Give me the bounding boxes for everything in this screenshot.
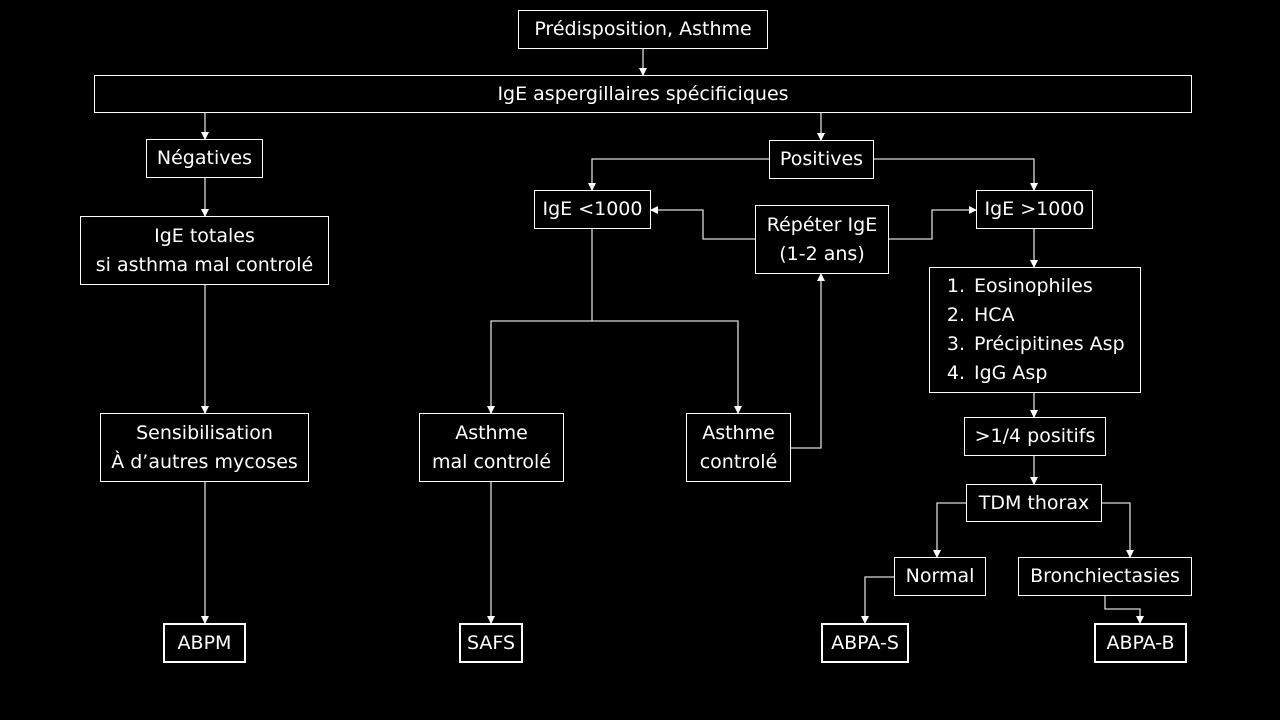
node-abpa-b: ABPA-B xyxy=(1094,623,1187,663)
node-ige-aspergillaires: IgE aspergillaires spécificiques xyxy=(94,75,1192,113)
node-safs: SAFS xyxy=(459,623,523,663)
criteria-number: 4. xyxy=(946,362,966,384)
node-negatives: Négatives xyxy=(146,139,263,178)
criteria-label: Précipitines Asp xyxy=(974,333,1125,355)
edge-ige-lt-to-asthme-mal xyxy=(487,229,593,414)
node-positives-label: Positives xyxy=(779,148,864,170)
edge-positives-to-ige-lt xyxy=(588,158,769,191)
criteria-item: 4. IgG Asp xyxy=(938,359,1047,388)
criteria-item: 1. Eosinophiles xyxy=(938,272,1093,301)
node-abpa-s-label: ABPA-S xyxy=(831,631,899,654)
node-bronchiectasies: Bronchiectasies xyxy=(1018,557,1192,596)
node-criteria-list: 1. Eosinophiles 2. HCA 3. Précipitines A… xyxy=(929,267,1141,393)
edge-ige-lt-to-asthme-ctrl xyxy=(592,320,742,414)
node-safs-label: SAFS xyxy=(466,631,516,654)
criteria-item: 3. Précipitines Asp xyxy=(938,330,1125,359)
node-ige-gt-1000: IgE >1000 xyxy=(976,190,1093,229)
node-predisposition-label: Prédisposition, Asthme xyxy=(534,18,752,40)
edge-asthme-ctrl-to-repeter xyxy=(790,273,825,449)
criteria-label: Eosinophiles xyxy=(974,275,1093,297)
node-predisposition: Prédisposition, Asthme xyxy=(518,10,768,49)
node-bronchiectasies-label: Bronchiectasies xyxy=(1030,565,1180,587)
node-tdm-thorax-label: TDM thorax xyxy=(978,491,1090,514)
criteria-label: IgG Asp xyxy=(974,362,1048,384)
criteria-number: 2. xyxy=(946,304,966,326)
node-repeter-ige-line2: (1-2 ans) xyxy=(779,242,865,265)
criteria-number: 1. xyxy=(946,275,966,297)
edge-normal-to-abpa-s xyxy=(861,576,894,624)
node-sensibilisation-line1: Sensibilisation xyxy=(136,421,273,444)
node-repeter-ige-line1: Répéter IgE xyxy=(766,213,878,236)
edge-bronch-to-abpa-b xyxy=(1104,596,1144,624)
node-asthme-mal-controle-line2: mal controlé xyxy=(431,450,552,473)
node-ige-lt-1000: IgE <1000 xyxy=(534,190,651,229)
edge-repeter-to-ige-gt xyxy=(889,206,977,240)
node-ige-aspergillaires-label: IgE aspergillaires spécificiques xyxy=(497,82,789,105)
edge-tdm-to-bronch xyxy=(1102,502,1134,558)
criteria-item: 2. HCA xyxy=(938,301,1015,330)
edge-repeter-to-ige-lt xyxy=(650,206,755,240)
node-abpm-label: ABPM xyxy=(177,631,232,654)
node-positifs: >1/4 positifs xyxy=(964,417,1106,456)
node-sensibilisation: Sensibilisation À d’autres mycoses xyxy=(100,413,309,482)
node-normal: Normal xyxy=(894,557,986,596)
node-abpm: ABPM xyxy=(163,623,246,663)
node-ige-gt-1000-label: IgE >1000 xyxy=(984,198,1085,220)
node-normal-label: Normal xyxy=(905,565,975,587)
node-ige-totales-line1: IgE totales xyxy=(154,224,255,247)
node-sensibilisation-line2: À d’autres mycoses xyxy=(111,450,298,473)
node-asthme-mal-controle-line1: Asthme xyxy=(455,421,528,444)
node-asthme-controle-line1: Asthme xyxy=(702,421,775,444)
node-positifs-label: >1/4 positifs xyxy=(974,425,1096,447)
node-repeter-ige: Répéter IgE (1-2 ans) xyxy=(755,205,889,274)
node-ige-lt-1000-label: IgE <1000 xyxy=(542,198,643,220)
node-asthme-mal-controle: Asthme mal controlé xyxy=(419,413,564,482)
node-asthme-controle: Asthme controlé xyxy=(686,413,791,482)
node-tdm-thorax: TDM thorax xyxy=(966,484,1102,522)
criteria-label: HCA xyxy=(974,304,1015,326)
node-ige-totales: IgE totales si asthma mal controlé xyxy=(80,216,329,285)
node-asthme-controle-line2: controlé xyxy=(699,450,778,473)
node-positives: Positives xyxy=(769,140,874,179)
node-abpa-s: ABPA-S xyxy=(821,623,909,663)
node-abpa-b-label: ABPA-B xyxy=(1106,631,1175,654)
criteria-number: 3. xyxy=(946,333,966,355)
node-ige-totales-line2: si asthma mal controlé xyxy=(95,253,314,276)
edge-tdm-to-normal xyxy=(933,502,966,558)
edge-positives-to-ige-gt xyxy=(874,158,1038,191)
node-negatives-label: Négatives xyxy=(156,147,253,169)
